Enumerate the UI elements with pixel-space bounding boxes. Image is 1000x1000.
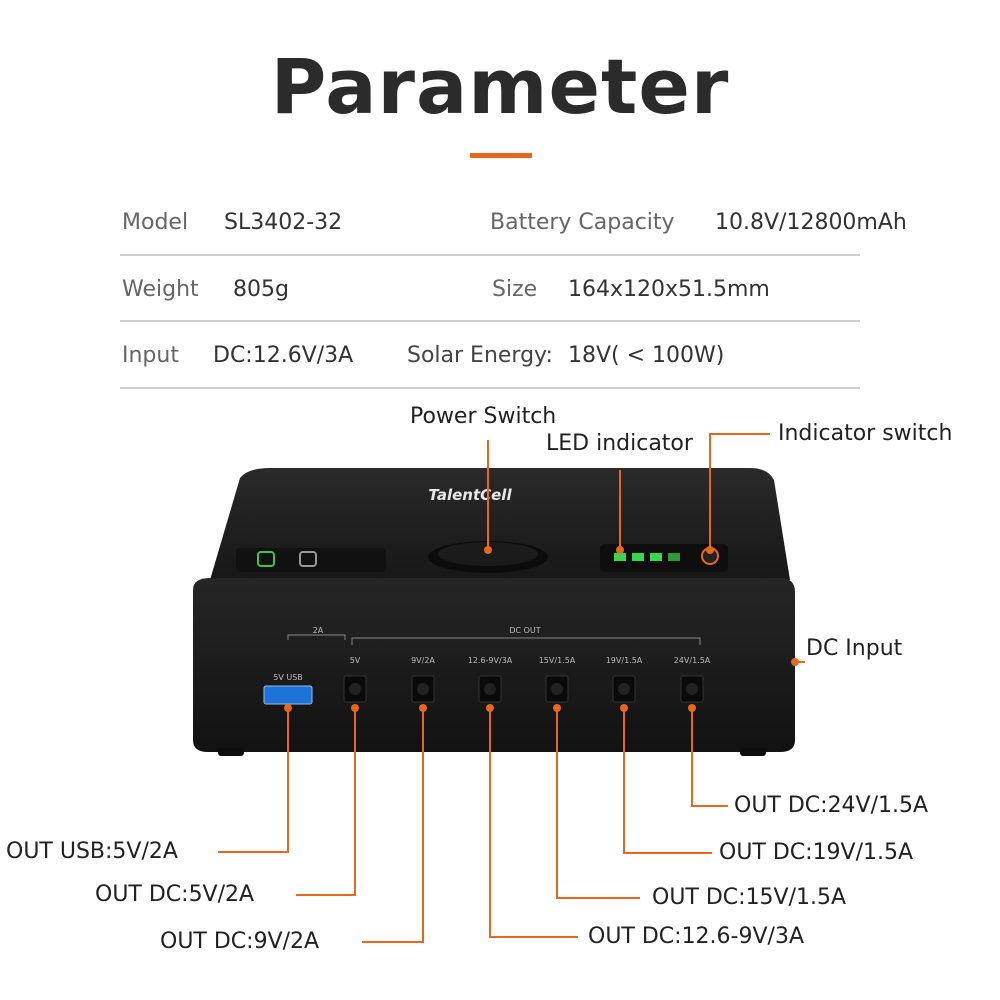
callout-indicator-switch: Indicator switch: [778, 421, 953, 446]
led-bar: [668, 553, 680, 561]
svg-text:2A: 2A: [313, 626, 324, 635]
svg-text:9V/2A: 9V/2A: [411, 656, 435, 665]
page-title: Parameter: [270, 42, 730, 131]
solar-label: Solar Energy:: [407, 343, 553, 368]
led-bar: [614, 553, 626, 561]
weight-value: 805g: [233, 277, 289, 302]
size-value: 164x120x51.5mm: [568, 277, 770, 302]
svg-text:15V/1.5A: 15V/1.5A: [539, 656, 576, 665]
title-underline: [470, 153, 532, 158]
capacity-label: Battery Capacity: [490, 210, 675, 235]
label-out-dc9: OUT DC:9V/2A: [160, 929, 320, 954]
svg-text:12.6-9V/3A: 12.6-9V/3A: [468, 656, 513, 665]
model-value: SL3402-32: [224, 210, 343, 235]
divider: [120, 320, 860, 322]
led-bar: [650, 553, 662, 561]
usb-indicator-icon: [257, 551, 275, 567]
callout-power-switch: Power Switch: [410, 404, 557, 429]
usb-port: [263, 685, 313, 705]
callout-dc-input: DC Input: [806, 636, 903, 661]
callout-led-indicator: LED indicator: [546, 431, 693, 456]
svg-text:5V: 5V: [350, 656, 361, 665]
label-out-dc5: OUT DC:5V/2A: [95, 882, 255, 907]
solar-value: 18V( < 100W): [568, 343, 725, 368]
input-label: Input: [122, 343, 179, 368]
label-out-dc12: OUT DC:12.6-9V/3A: [588, 924, 804, 949]
svg-text:5V USB: 5V USB: [273, 673, 303, 682]
label-out-dc15: OUT DC:15V/1.5A: [652, 885, 847, 910]
input-value: DC:12.6V/3A: [213, 343, 354, 368]
led-bar: [632, 553, 644, 561]
divider: [120, 254, 860, 256]
svg-text:19V/1.5A: 19V/1.5A: [606, 656, 643, 665]
model-label: Model: [122, 210, 189, 235]
brand-logo: TalentCell: [428, 486, 512, 504]
label-out-dc24: OUT DC:24V/1.5A: [734, 793, 929, 818]
label-out-usb: OUT USB:5V/2A: [6, 839, 178, 864]
label-out-dc19: OUT DC:19V/1.5A: [719, 840, 914, 865]
svg-text:24V/1.5A: 24V/1.5A: [674, 656, 711, 665]
dc-indicator-icon: [299, 551, 317, 567]
device-front: [193, 578, 795, 752]
divider: [120, 387, 860, 389]
size-label: Size: [492, 277, 538, 302]
svg-text:DC OUT: DC OUT: [509, 626, 540, 635]
capacity-value: 10.8V/12800mAh: [715, 210, 907, 235]
weight-label: Weight: [122, 277, 199, 302]
